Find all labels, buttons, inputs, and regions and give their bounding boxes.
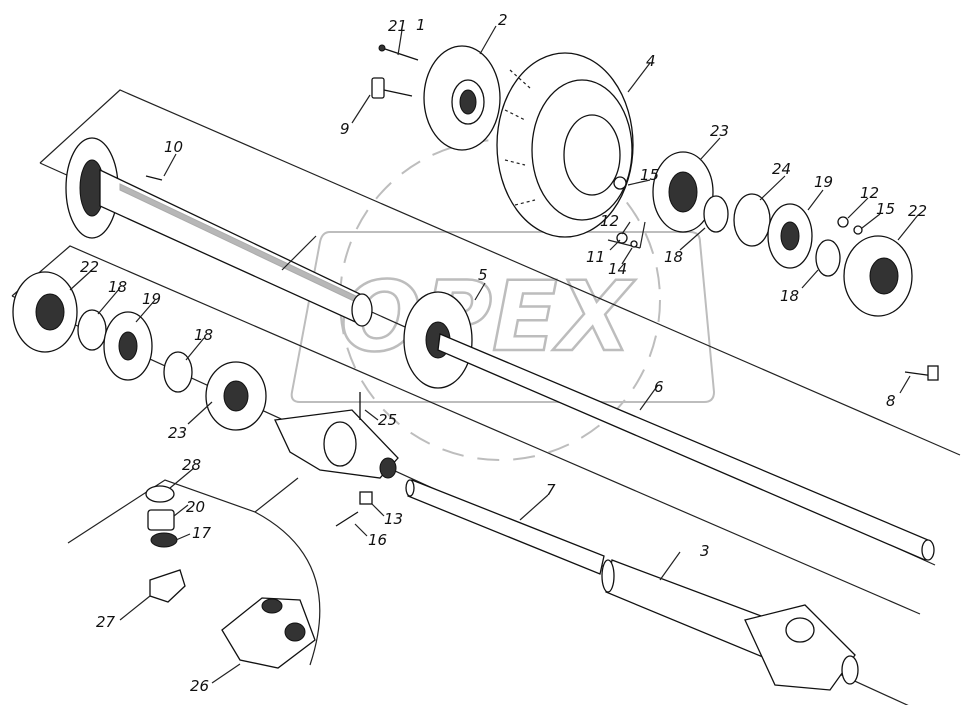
callout-14: 14 xyxy=(608,260,627,278)
callout-2: 2 xyxy=(498,11,508,29)
callout-8: 8 xyxy=(886,392,896,410)
callout-20: 20 xyxy=(186,498,205,516)
callout-10: 10 xyxy=(164,138,183,156)
part-hub-2 xyxy=(423,45,501,151)
callout-6: 6 xyxy=(654,378,664,396)
part-bolt-9 xyxy=(371,77,413,99)
part-housing-22-left xyxy=(12,271,78,353)
part-ring-24 xyxy=(733,193,771,247)
callout-18-left-b: 18 xyxy=(194,326,213,344)
part-bearing-18-left-b xyxy=(163,351,193,393)
part-bolt-16 xyxy=(335,511,359,527)
part-bearing-18-right-b xyxy=(815,239,841,277)
callout-12-right: 12 xyxy=(860,184,879,202)
callout-13: 13 xyxy=(384,510,403,528)
part-bearing-18-right-a xyxy=(703,195,729,233)
leader-lines xyxy=(69,25,919,684)
callout-17: 17 xyxy=(192,524,212,542)
part-brake-drum-4 xyxy=(496,52,634,238)
callout-18-right-b: 18 xyxy=(780,287,799,305)
part-cross-27 xyxy=(149,569,186,603)
callout-27: 27 xyxy=(96,613,116,631)
callout-22-left: 22 xyxy=(80,258,99,276)
callout-25: 25 xyxy=(378,411,397,429)
callout-9: 9 xyxy=(340,120,350,138)
part-small-parts-right xyxy=(613,176,863,248)
part-bolt-8 xyxy=(904,365,939,381)
callout-7: 7 xyxy=(546,481,556,499)
part-bearing-19-right xyxy=(767,203,813,269)
callout-21-top: 21 xyxy=(388,17,407,35)
part-small-pin-10 xyxy=(145,175,163,181)
callout-11: 11 xyxy=(586,248,605,266)
part-shaft-3 xyxy=(601,559,859,691)
callout-23-right: 23 xyxy=(710,122,729,140)
callout-12-center: 12 xyxy=(600,212,619,230)
callout-19-right: 19 xyxy=(814,173,833,191)
callout-3: 3 xyxy=(700,542,710,560)
part-housing-23-left xyxy=(205,361,267,431)
part-axle-shaft-1 xyxy=(65,137,373,327)
callout-19-left: 19 xyxy=(142,290,161,308)
callout-28: 28 xyxy=(182,456,201,474)
part-universal-joint xyxy=(274,409,399,479)
part-bearing-18-left-a xyxy=(77,309,107,351)
part-flanged-shaft-6 xyxy=(403,291,935,561)
part-yoke-26 xyxy=(221,597,316,669)
part-bearing-17 xyxy=(150,532,178,548)
part-cap-20 xyxy=(147,509,175,531)
callout-21: 1 xyxy=(416,16,426,34)
part-bolt-21 xyxy=(378,44,419,61)
callout-15-center: 15 xyxy=(640,166,659,184)
callout-16: 16 xyxy=(368,531,387,549)
part-ring-28 xyxy=(145,485,175,503)
callout-labels: 1 2 3 4 5 6 7 8 9 10 11 12 12 13 14 15 1… xyxy=(80,11,927,695)
callout-5: 5 xyxy=(478,266,488,284)
callout-18-left-a: 18 xyxy=(108,278,127,296)
callout-22-right: 22 xyxy=(908,202,927,220)
part-splined-shaft-7 xyxy=(405,479,605,575)
callout-24: 24 xyxy=(772,160,791,178)
callout-26: 26 xyxy=(190,677,209,695)
part-housing-23-right xyxy=(652,151,714,233)
callout-18-right-a: 18 xyxy=(664,248,683,266)
callout-15-right: 15 xyxy=(876,200,895,218)
callout-23-left: 23 xyxy=(168,424,187,442)
callout-4: 4 xyxy=(646,52,656,70)
part-housing-22-right xyxy=(843,235,913,317)
part-nut-13 xyxy=(359,491,373,505)
part-bearing-19-left xyxy=(103,311,153,381)
